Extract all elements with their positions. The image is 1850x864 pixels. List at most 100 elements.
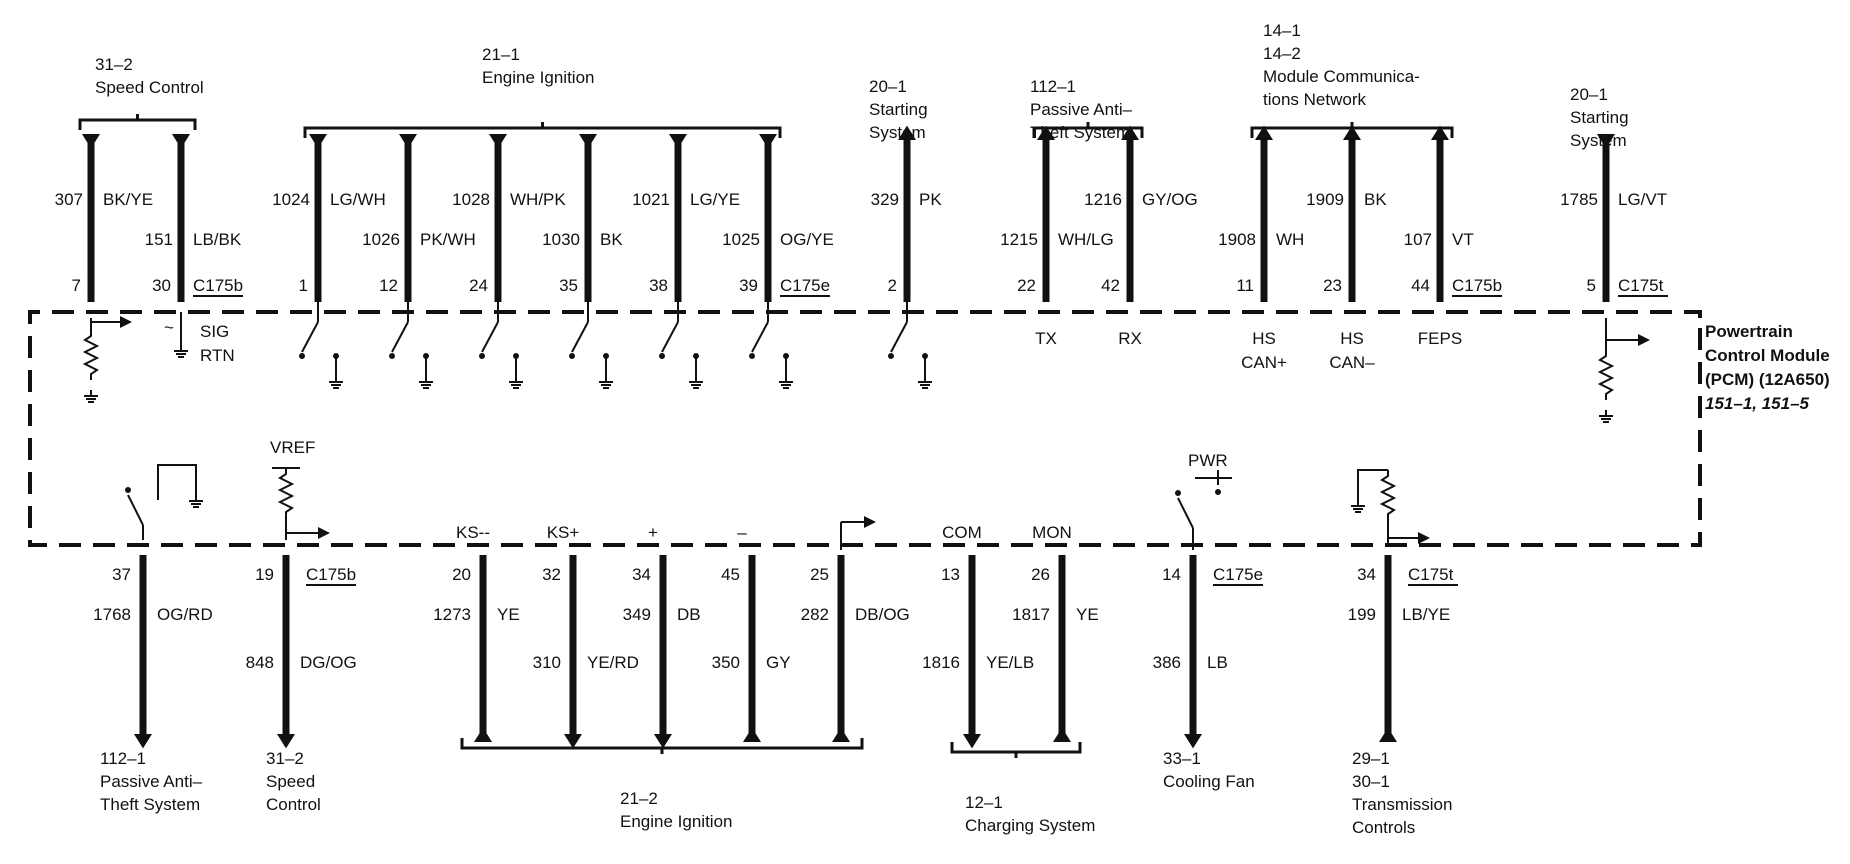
wire-end-arrow — [1121, 125, 1139, 140]
bottom-group-label: 30–1 — [1352, 772, 1390, 791]
wire-circuit-number: 307 — [55, 190, 83, 209]
wire-circuit-number: 1028 — [452, 190, 490, 209]
module-name-line2: Control Module — [1705, 346, 1830, 365]
wire-end-arrow — [1597, 134, 1615, 149]
wire-circuit-number: 1025 — [722, 230, 760, 249]
switch-contact — [513, 353, 519, 359]
ground-icon — [418, 375, 434, 389]
signal-label: KS+ — [547, 523, 580, 542]
signal-label: RX — [1118, 329, 1142, 348]
top-group-label: Passive Anti– — [1030, 100, 1133, 119]
top-group-label: 31–2 — [95, 55, 133, 74]
wire-color-code: OG/YE — [780, 230, 834, 249]
signal-label: FEPS — [1418, 329, 1462, 348]
ground-icon — [598, 375, 614, 389]
wire-color-code: LG/YE — [690, 190, 740, 209]
wire-pin-number: 11 — [1236, 276, 1254, 295]
signal-label: CAN+ — [1241, 353, 1287, 372]
wire-pin-number: 14 — [1162, 565, 1181, 584]
wire-end-arrow — [654, 734, 672, 749]
top-group-label: System — [1570, 131, 1627, 150]
signal-label: + — [648, 523, 658, 542]
signal-label: – — [737, 523, 747, 542]
wire-end-arrow — [489, 134, 507, 149]
wire-circuit-number: 151 — [145, 230, 173, 249]
wire-pin-number: 44 — [1411, 276, 1430, 295]
switch-contact — [299, 353, 305, 359]
wire-circuit-number: 329 — [871, 190, 899, 209]
wire-end-arrow — [963, 734, 981, 749]
wire-pin-number: 20 — [452, 565, 471, 584]
wire-end-arrow — [1431, 125, 1449, 140]
switch-blade — [890, 321, 908, 353]
wire-color-code: YE — [497, 605, 520, 624]
top-group-label: 20–1 — [1570, 85, 1608, 104]
wire-pin-number: 25 — [810, 565, 829, 584]
switch-blade — [391, 321, 409, 353]
wire-circuit-number: 1021 — [632, 190, 670, 209]
bottom-group-label: Transmission — [1352, 795, 1452, 814]
switch-blade — [571, 321, 589, 353]
switch-blade — [661, 321, 679, 353]
wire-pin-number: 34 — [632, 565, 651, 584]
wire-end-arrow — [1037, 125, 1055, 140]
ground-icon — [778, 375, 794, 389]
bottom-group-label: 112–1 — [100, 749, 146, 768]
signal-label: CAN– — [1329, 353, 1375, 372]
top-group-label: Speed Control — [95, 78, 204, 97]
wire-pin-number: 22 — [1017, 276, 1036, 295]
bottom-group-label: 33–1 — [1163, 749, 1201, 768]
wire-end-arrow — [82, 134, 100, 149]
signal-label: KS-- — [456, 523, 490, 542]
signal-label: TX — [1035, 329, 1057, 348]
wire-color-code: LG/VT — [1618, 190, 1667, 209]
wire-end-arrow — [399, 134, 417, 149]
wire-color-code: VT — [1452, 230, 1474, 249]
wire-circuit-number: 107 — [1404, 230, 1432, 249]
wire-color-code: LG/WH — [330, 190, 386, 209]
wire-end-arrow — [474, 727, 492, 742]
switch-contact — [888, 353, 894, 359]
bottom-group-label: 29–1 — [1352, 749, 1390, 768]
connector-label: C175b — [193, 276, 243, 295]
top-group-label: Starting — [869, 100, 928, 119]
switch-blade — [481, 321, 499, 353]
wire-end-arrow — [172, 134, 190, 149]
ground-icon — [508, 375, 524, 389]
top-group-label: 14–1 — [1263, 21, 1301, 40]
switch-contact — [389, 353, 395, 359]
switch-contact — [479, 353, 485, 359]
top-group-label: 21–1 — [482, 45, 520, 64]
top-group-bracket — [303, 126, 782, 138]
wire-circuit-number: 848 — [246, 653, 274, 672]
wire-pin-number: 42 — [1101, 276, 1120, 295]
switch-contact — [659, 353, 665, 359]
wire-circuit-number: 1216 — [1084, 190, 1122, 209]
bottom-group-label: Cooling Fan — [1163, 772, 1255, 791]
module-refs: 151–1, 151–5 — [1705, 394, 1810, 413]
wire-color-code: WH — [1276, 230, 1304, 249]
connector-label: C175b — [1452, 276, 1502, 295]
wire-pin-number: 7 — [72, 276, 81, 295]
wire-circuit-number: 1908 — [1218, 230, 1256, 249]
wire-pin-number: 32 — [542, 565, 561, 584]
wire-color-code: WH/PK — [510, 190, 566, 209]
switch-contact — [783, 353, 789, 359]
connector-label: C175e — [1213, 565, 1263, 584]
wire-color-code: DB — [677, 605, 701, 624]
wire-circuit-number: 199 — [1348, 605, 1376, 624]
wire-circuit-number: 349 — [623, 605, 651, 624]
wire-pin-number: 30 — [152, 276, 171, 295]
wire-color-code: YE — [1076, 605, 1099, 624]
wire-color-code: DB/OG — [855, 605, 910, 624]
wire-pin-number: 2 — [888, 276, 897, 295]
bottom-group-label: Controls — [1352, 818, 1415, 837]
module-name-line3: (PCM) (12A650) — [1705, 370, 1830, 389]
top-group-bracket — [78, 118, 197, 130]
switch-contact — [569, 353, 575, 359]
switch-contact — [333, 353, 339, 359]
wire-pin-number: 34 — [1357, 565, 1376, 584]
module-name-line1: Powertrain — [1705, 322, 1793, 341]
switch-blade — [301, 321, 319, 353]
top-group-label: tions Network — [1263, 90, 1366, 109]
